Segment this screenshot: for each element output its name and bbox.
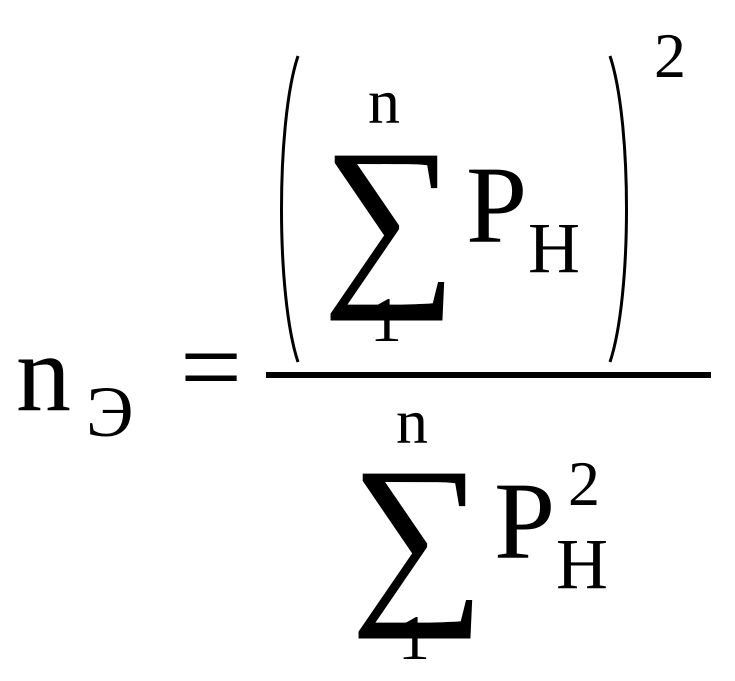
numerator-sum-symbol: ∑ <box>322 112 458 322</box>
denominator-sum-lower-limit: 1 <box>398 602 430 673</box>
numerator-sum-upper-limit: n <box>368 66 400 137</box>
denominator-sum-symbol: ∑ <box>350 430 486 640</box>
denominator-term-exponent: 2 <box>568 448 600 519</box>
lhs-subscript: Э <box>86 372 134 452</box>
numerator-outer-exponent: 2 <box>654 20 686 91</box>
right-parenthesis <box>608 55 628 363</box>
denominator-sum-upper-limit: n <box>396 386 428 457</box>
left-parenthesis <box>280 55 300 363</box>
numerator-term-subscript: Н <box>528 208 580 288</box>
fraction-bar <box>266 372 711 378</box>
denominator-term-subscript: Н <box>556 524 608 604</box>
numerator-sum-lower-limit: 1 <box>370 284 402 355</box>
lhs-variable: n <box>16 312 71 434</box>
numerator-term: P <box>466 144 528 266</box>
denominator-term: P <box>494 460 556 582</box>
equals-sign: = <box>180 306 243 428</box>
